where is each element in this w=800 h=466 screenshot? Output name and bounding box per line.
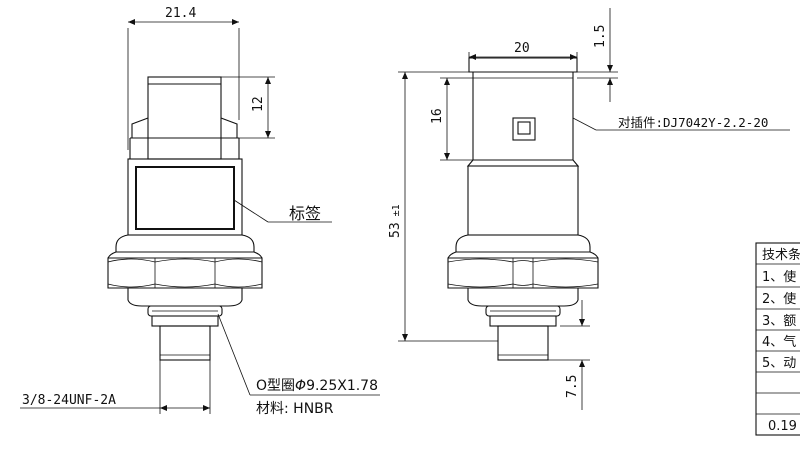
table-row: 5、动: [762, 356, 796, 371]
svg-text:O型圈Φ9.25X1.78: O型圈Φ9.25X1.78: [256, 378, 378, 394]
table-row: 4、气: [762, 334, 796, 350]
table-row: 2、使: [762, 291, 796, 307]
table-row: 1、使: [762, 269, 796, 285]
oring-prefix: O型圈: [256, 378, 295, 394]
table-row: 3、额: [762, 314, 796, 329]
label-tag-text: 标签: [289, 204, 321, 223]
mating-plug-text: 对插件:DJ7042Y-2.2-20: [618, 115, 768, 130]
dim-overall-length: 53: [388, 222, 403, 238]
tech-table: 技术条 1、使 2、使 3、额 4、气 5、动 0.19: [755, 242, 800, 436]
svg-text:53±1: 53 ±1: [388, 204, 403, 238]
dim-plug-height: 12: [251, 96, 266, 112]
label-rect: [135, 166, 235, 230]
material-text: 材料: HNBR: [256, 401, 334, 417]
dim-thread-length: 7.5: [565, 375, 580, 398]
dim-top-width: 20: [514, 41, 530, 56]
oring-symbol: Φ: [295, 378, 306, 394]
dim-top-gap: 1.5: [593, 25, 608, 48]
thread-spec-text: 3/8-24UNF-2A: [22, 393, 116, 408]
table-row: 技术条: [762, 247, 800, 263]
side-view: 20 1.5 16 53 ±1 7.5 对插件:DJ7042Y-2.2-20: [388, 8, 790, 410]
dim-connector-height: 16: [430, 108, 445, 124]
dim-width-total: 21.4: [165, 6, 196, 21]
front-view: 21.4 12 标签 3/8-24UNF-2A O型圈Φ9.25X1.78 材料…: [20, 6, 380, 417]
oring-size: 9.25X1.78: [306, 378, 378, 394]
table-row: 0.19: [768, 419, 797, 434]
dim-overall-tol: ±1: [391, 204, 402, 216]
